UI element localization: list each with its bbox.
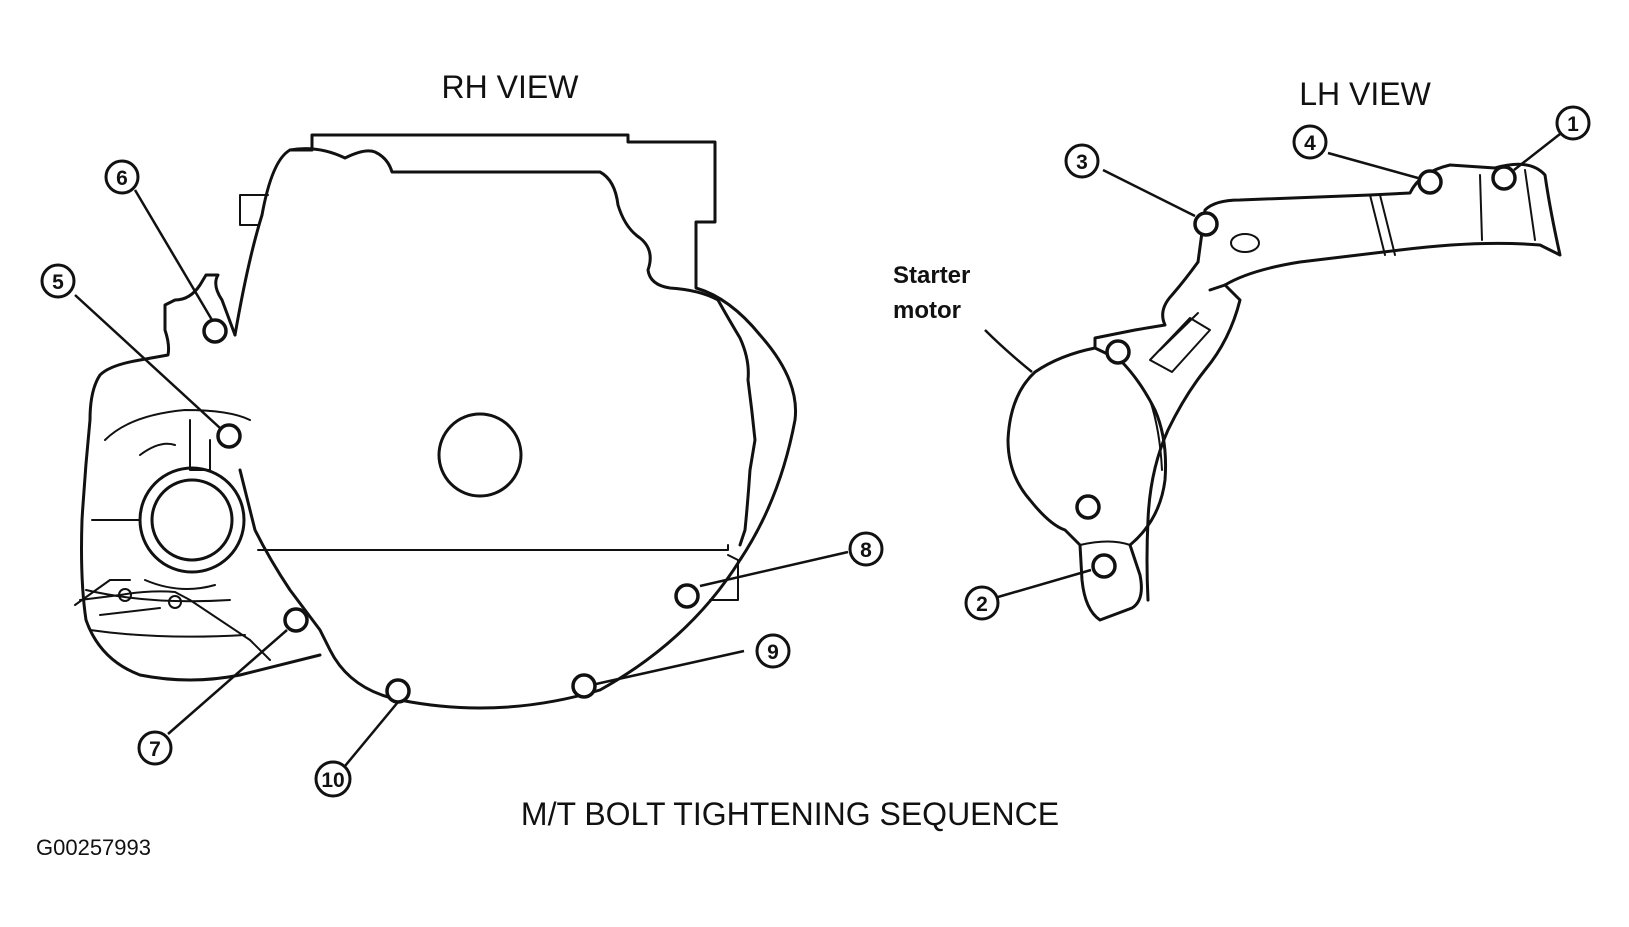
lh-strap [1149,312,1211,373]
leader-5 [74,294,221,429]
lh-starter-flange [1079,399,1163,546]
callout-8: 8 [848,531,884,567]
rh-bolt-7 [283,607,309,633]
leader-7 [167,629,288,735]
callout-6: 6 [104,159,140,195]
svg-text:3: 3 [1076,151,1088,174]
rh-shaft-detail [139,419,216,590]
svg-text:5: 5 [52,271,64,294]
rh-fork-pivot [118,588,132,602]
lh-upper-bracket [1196,162,1562,292]
callout-5: 5 [40,263,76,299]
rh-bolt8-bracket [709,554,739,601]
rh-bracket [239,194,269,226]
leader-10 [344,701,399,767]
figure-id: G00257993 [36,835,151,860]
rh-view: RH VIEW [40,69,884,798]
rh-view-title: RH VIEW [442,69,580,105]
leader-4 [1327,151,1419,180]
svg-text:6: 6 [116,167,128,190]
rh-bolt-9 [571,673,597,699]
leader-8 [699,550,849,588]
lh-bolt-3 [1193,211,1219,237]
rh-case-inner-line [257,544,729,551]
leader-6 [133,189,214,321]
rh-bolt-10 [385,678,411,704]
lh-bolt-lower-starter [1075,494,1101,520]
lh-view: LH VIEW 1 4 [893,76,1591,622]
starter-label-line1: Starter [893,262,970,289]
leader-starter [984,329,1033,373]
lh-view-title: LH VIEW [1299,76,1431,112]
callout-3: 3 [1064,143,1100,179]
rh-bell-arc-inner [85,519,246,638]
rh-shaft-outer [138,466,246,574]
svg-text:9: 9 [767,641,779,664]
rh-bolt-6 [202,318,228,344]
rh-bolt-8 [674,583,700,609]
lh-bolt-2 [1091,553,1117,579]
rh-case-outline [238,133,798,710]
leader-2 [997,568,1092,599]
leader-9 [595,649,745,686]
callout-1: 1 [1555,105,1591,141]
svg-text:7: 7 [149,738,161,761]
rh-upper-casting [233,147,757,547]
lh-bolt-4 [1417,169,1443,195]
rh-fork-pin [168,595,182,609]
callout-10: 10 [314,760,352,798]
rh-bolt-5 [216,423,242,449]
lh-bolt-upper-starter [1105,339,1131,365]
leader-1 [1513,133,1561,171]
rh-shaft-inner [150,478,234,562]
leader-3 [1102,168,1196,218]
callout-2: 2 [964,585,1000,621]
svg-text:1: 1 [1567,113,1579,136]
diagram-caption: M/T BOLT TIGHTENING SEQUENCE [521,796,1059,832]
rh-bell-housing [80,273,322,682]
lh-mount-arm [1093,260,1242,602]
starter-label-line2: motor [893,297,961,324]
callout-4: 4 [1292,124,1328,160]
lh-bracket-slot [1230,233,1260,253]
lh-starter-body [1006,346,1168,622]
svg-text:2: 2 [976,593,988,616]
lh-bolt-1 [1491,165,1517,191]
rh-bell-arc-outer [104,409,251,441]
svg-text:8: 8 [860,539,872,562]
callout-9: 9 [755,633,791,669]
rh-center-boss [437,412,523,498]
rh-release-fork [74,579,271,661]
svg-text:4: 4 [1304,132,1316,155]
svg-text:10: 10 [321,769,344,792]
callout-7: 7 [137,730,173,766]
lh-bracket-ribs [1369,169,1536,256]
